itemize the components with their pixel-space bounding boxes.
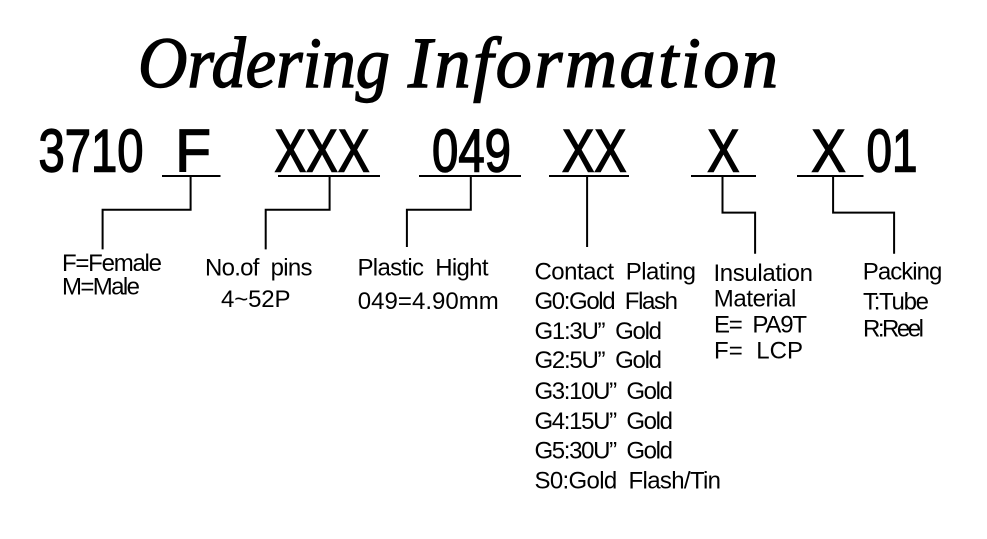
svg-text:01: 01 [867, 117, 918, 185]
svg-text:S0:Gold Flash/Tin: S0:Gold Flash/Tin [535, 467, 722, 494]
svg-text:G3:10U” Gold: G3:10U” Gold [535, 378, 674, 405]
svg-text:G0:Gold Flash: G0:Gold Flash [535, 288, 679, 315]
svg-text:XXX: XXX [275, 117, 370, 185]
svg-text:T:Tube: T:Tube [863, 289, 929, 316]
svg-text:Insulation: Insulation [714, 260, 814, 287]
svg-text:X: X [811, 117, 845, 185]
svg-text:F: F [175, 117, 211, 185]
svg-text:F=Female: F=Female [62, 250, 162, 277]
svg-text:049=4.90mm: 049=4.90mm [358, 288, 499, 315]
svg-text:049: 049 [432, 117, 511, 185]
svg-text:XX: XX [562, 117, 627, 185]
svg-text:No.of pins: No.of pins [205, 255, 313, 282]
svg-text:Packing: Packing [863, 259, 943, 286]
svg-text:X: X [707, 117, 739, 185]
svg-text:G5:30U” Gold: G5:30U” Gold [535, 437, 674, 464]
svg-text:M=Male: M=Male [62, 274, 140, 301]
svg-text:Plastic Hight: Plastic Hight [358, 255, 489, 282]
svg-text:E= PA9T: E= PA9T [714, 312, 807, 339]
svg-text:4~52P: 4~52P [221, 286, 291, 313]
svg-text:Material: Material [714, 286, 797, 313]
svg-text:F= LCP: F= LCP [714, 338, 803, 365]
svg-text:Contact Plating: Contact Plating [535, 259, 697, 286]
svg-text:Ordering: Ordering [138, 23, 390, 103]
svg-text:Information: Information [407, 23, 778, 103]
svg-text:G4:15U” Gold: G4:15U” Gold [535, 408, 674, 435]
svg-text:G2:5U” Gold: G2:5U” Gold [535, 347, 663, 374]
svg-text:G1:3U” Gold: G1:3U” Gold [535, 318, 663, 345]
svg-text:R:Reel: R:Reel [863, 316, 924, 343]
svg-text:3710: 3710 [39, 117, 144, 185]
